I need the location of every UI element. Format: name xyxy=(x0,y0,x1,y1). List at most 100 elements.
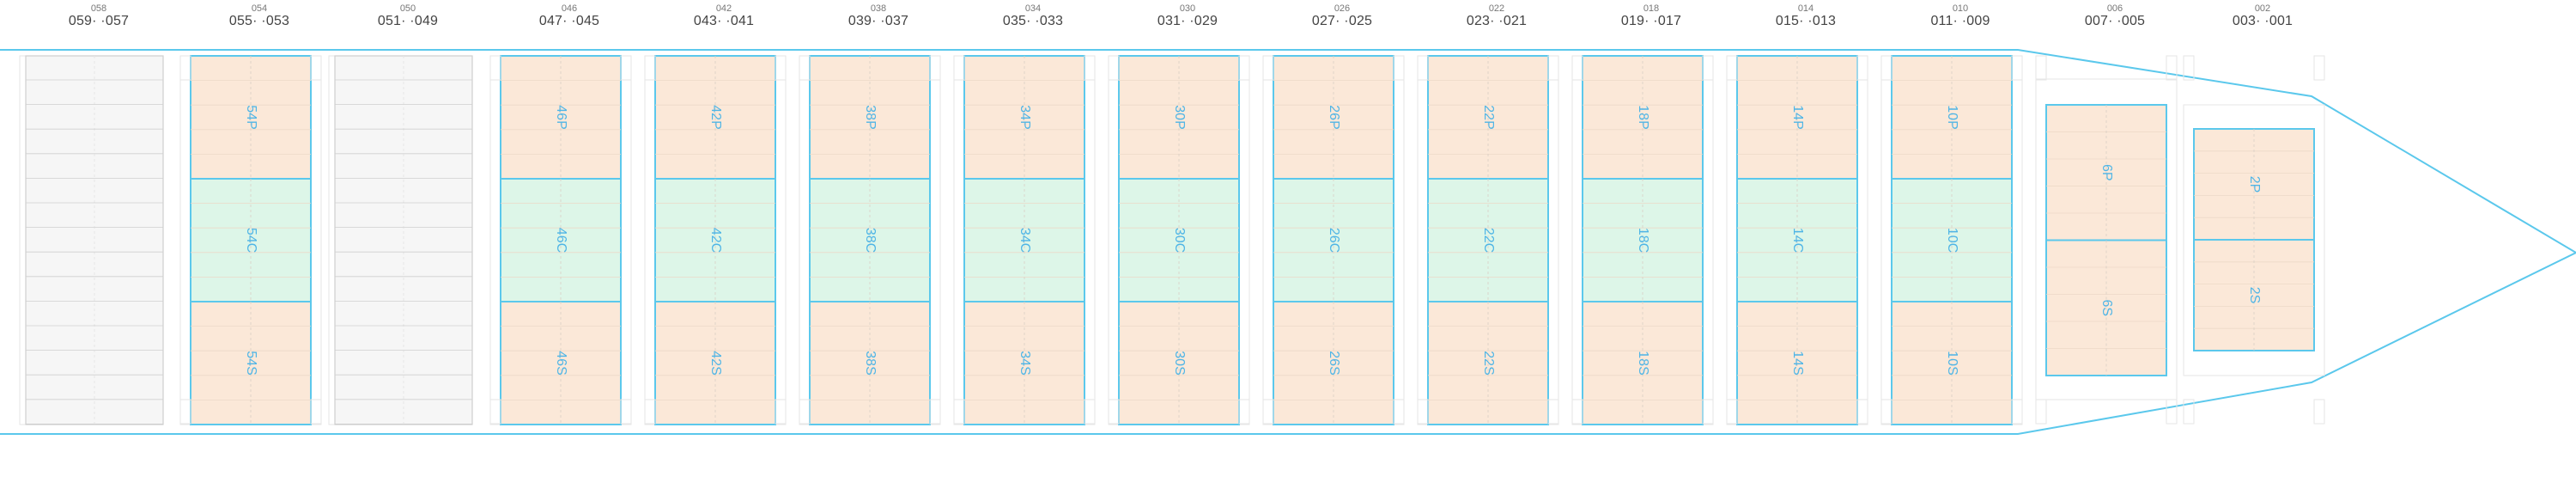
hatch-tab xyxy=(1238,55,1250,81)
bay-label-mid: 002 xyxy=(2254,3,2271,14)
bay-label-range: 051· ·049 xyxy=(377,14,439,28)
hold-label: 34P xyxy=(1018,105,1032,129)
hold-block-42c[interactable] xyxy=(654,178,776,302)
bay-051-049[interactable] xyxy=(328,55,473,425)
hold-label: 26P xyxy=(1327,105,1341,129)
hatch-tab xyxy=(929,55,941,81)
hold-block-18c[interactable] xyxy=(1582,178,1704,302)
hold-block-10p[interactable] xyxy=(1891,55,2013,180)
hatch-tab xyxy=(1726,55,1738,81)
hold-block-30c[interactable] xyxy=(1118,178,1240,302)
hold-block-22p[interactable] xyxy=(1427,55,1549,180)
bay-label-mid: 046 xyxy=(561,3,578,14)
hold-block-46c[interactable] xyxy=(500,178,622,302)
hold-block-46p[interactable] xyxy=(500,55,622,180)
hold-block-30p[interactable] xyxy=(1118,55,1240,180)
bay-label-range: 023· ·021 xyxy=(1466,14,1528,28)
hold-label: 42S xyxy=(708,351,723,375)
hatch-tab xyxy=(1702,399,1714,425)
hold-block-34s[interactable] xyxy=(963,301,1085,425)
hold-label: 10C xyxy=(1945,228,1959,253)
hold-label: 2S xyxy=(2247,287,2262,304)
hatch-tab xyxy=(489,399,501,425)
hold-block-22s[interactable] xyxy=(1427,301,1549,425)
hold-block-10s[interactable] xyxy=(1891,301,2013,425)
hold-block-38c[interactable] xyxy=(809,178,931,302)
hold-block-14p[interactable] xyxy=(1736,55,1858,180)
hold-label: 42C xyxy=(708,228,723,253)
hold-block-18p[interactable] xyxy=(1582,55,1704,180)
hold-block-38p[interactable] xyxy=(809,55,931,180)
hold-label: 54P xyxy=(244,105,258,129)
hatch-tab xyxy=(179,55,191,81)
hatch-tab xyxy=(2035,399,2047,425)
hold-block-34c[interactable] xyxy=(963,178,1085,302)
hold-block-2p[interactable] xyxy=(2193,128,2315,241)
hold-label: 10S xyxy=(1945,351,1959,375)
hold-block-42p[interactable] xyxy=(654,55,776,180)
bay-label-range: 019· ·017 xyxy=(1620,14,1682,28)
hold-block-30s[interactable] xyxy=(1118,301,1240,425)
hold-block-14c[interactable] xyxy=(1736,178,1858,302)
hold-label: 14C xyxy=(1790,228,1805,253)
hatch-tab xyxy=(179,399,191,425)
hold-block-42s[interactable] xyxy=(654,301,776,425)
bay-059-057[interactable] xyxy=(19,55,164,425)
hold-block-54p[interactable] xyxy=(190,55,312,180)
bay-label-range: 015· ·013 xyxy=(1775,14,1837,28)
hold-block-38s[interactable] xyxy=(809,301,931,425)
hold-label: 18C xyxy=(1636,228,1650,253)
hatch-tab xyxy=(1393,399,1405,425)
hold-block-22c[interactable] xyxy=(1427,178,1549,302)
hold-block-18s[interactable] xyxy=(1582,301,1704,425)
hold-label: 6S xyxy=(2099,299,2114,316)
hatch-tab xyxy=(644,399,656,425)
empty-bay-block xyxy=(25,55,164,425)
hatch-tab xyxy=(1108,55,1120,81)
bay-label-mid: 006 xyxy=(2106,3,2123,14)
hatch-tab xyxy=(2313,55,2325,81)
hatch-tab xyxy=(2313,399,2325,425)
hold-label: 34C xyxy=(1018,228,1032,253)
hold-label: 46P xyxy=(554,105,568,129)
hold-block-34p[interactable] xyxy=(963,55,1085,180)
hold-block-14s[interactable] xyxy=(1736,301,1858,425)
hold-block-26p[interactable] xyxy=(1273,55,1394,180)
hold-label: 18P xyxy=(1636,105,1650,129)
bay-label-range: 027· ·025 xyxy=(1311,14,1373,28)
bay-label-mid: 058 xyxy=(90,3,107,14)
bay-hatch-frame xyxy=(2035,78,2178,400)
hold-block-46s[interactable] xyxy=(500,301,622,425)
hatch-tab xyxy=(1547,55,1559,81)
bay-label-range: 043· ·041 xyxy=(693,14,755,28)
